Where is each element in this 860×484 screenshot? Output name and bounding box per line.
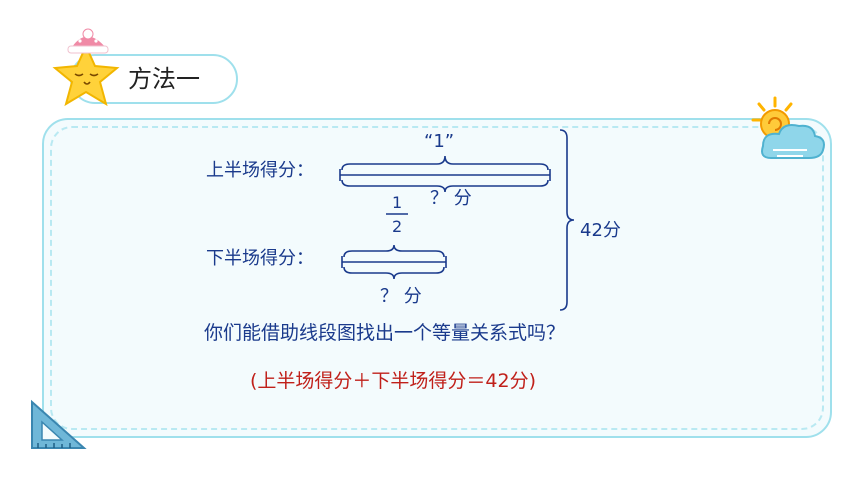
second-half-label: 下半场得分： [206, 248, 314, 269]
second-half-unknown: ？ 分 [380, 286, 422, 307]
page-title: 方法一 [128, 65, 200, 93]
fraction-numerator: 1 [392, 193, 403, 212]
question-text: 你们能借助线段图找出一个等量关系式吗？ [204, 322, 566, 344]
first-half-segment [339, 169, 551, 181]
star-with-nightcap-icon [52, 28, 120, 107]
first-half-unknown: ？ 分 [430, 188, 472, 209]
one-brace [341, 155, 549, 171]
content-card [42, 118, 832, 438]
sun-and-cloud-icon [751, 96, 825, 159]
first-half-label: 上半场得分： [206, 160, 314, 181]
first-half-bottom-brace [341, 179, 549, 193]
total-brace [559, 129, 575, 311]
one-label: “1” [424, 131, 455, 152]
content-card-dashed-border [50, 126, 824, 430]
total-label: 42分 [580, 220, 621, 241]
answer-equation: (上半场得分＋下半场得分＝42分) [250, 370, 537, 392]
second-half-segment [341, 256, 447, 268]
fraction-denominator: 2 [392, 217, 403, 236]
triangle-ruler-icon [31, 399, 87, 449]
second-half-bottom-brace [343, 266, 445, 280]
second-half-top-brace [343, 244, 445, 258]
